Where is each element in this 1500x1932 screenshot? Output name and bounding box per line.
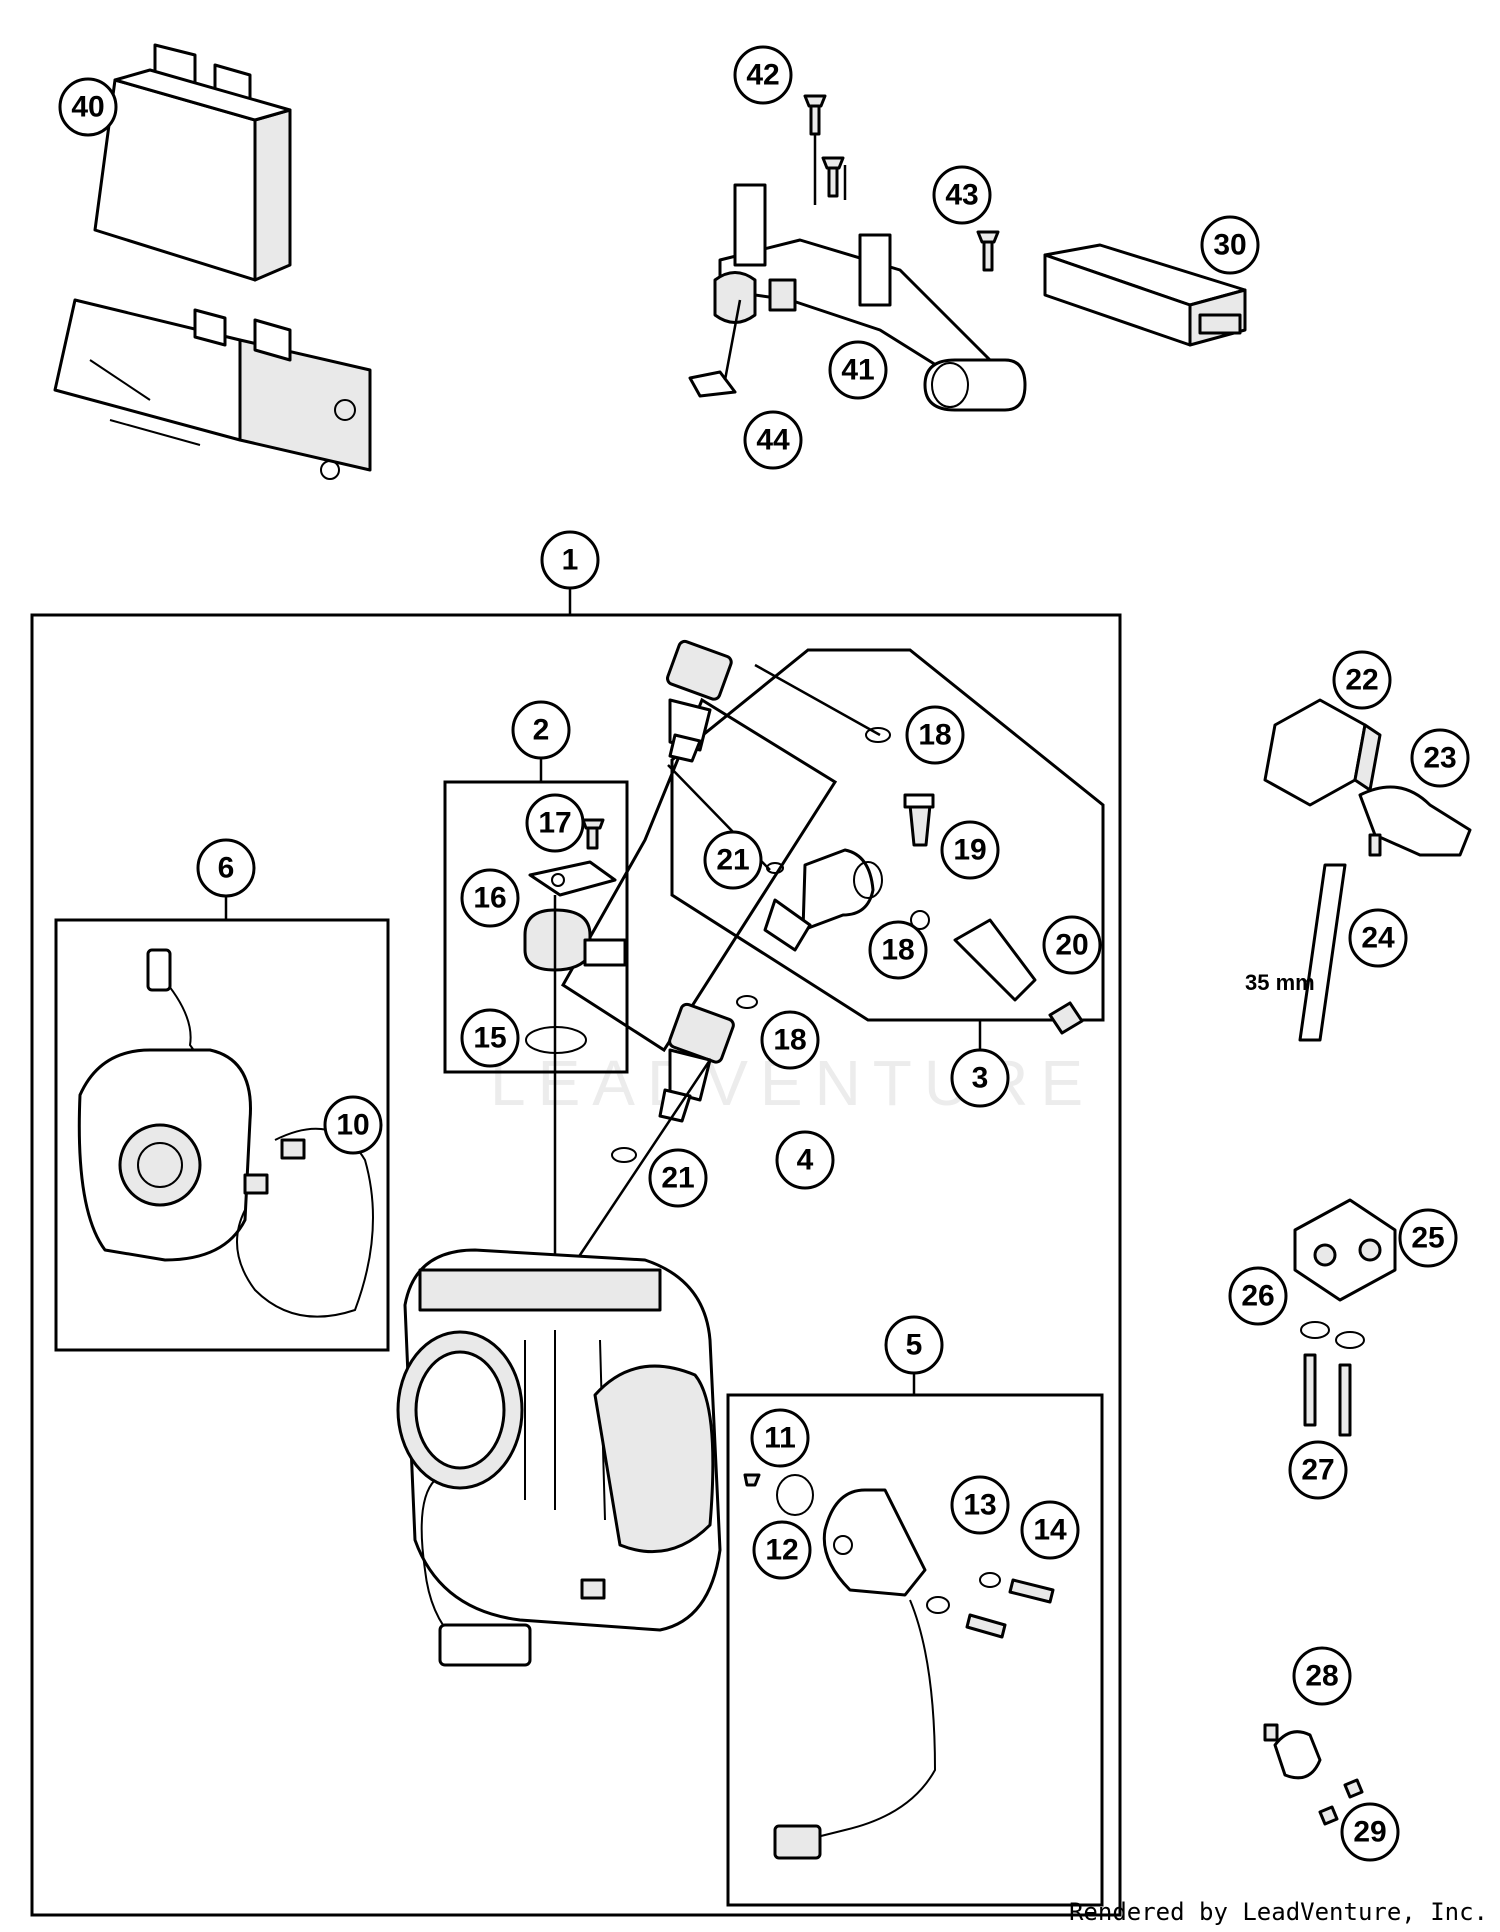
svg-text:23: 23 xyxy=(1423,742,1456,775)
svg-text:6: 6 xyxy=(218,852,235,885)
svg-text:18: 18 xyxy=(918,719,951,752)
callout-42: 42 xyxy=(733,45,793,105)
connector-parts-drawing: 35 mm xyxy=(1245,698,1472,1042)
svg-text:11: 11 xyxy=(764,1422,796,1455)
sensor-assembly-drawing xyxy=(77,948,374,1318)
callout-2: 2 xyxy=(511,700,571,760)
callout-18-middle: 18 xyxy=(868,920,928,980)
svg-text:16: 16 xyxy=(473,882,506,915)
svg-text:26: 26 xyxy=(1241,1280,1274,1313)
callout-30: 30 xyxy=(1200,215,1260,275)
group-box-2 xyxy=(443,780,629,1074)
svg-text:15: 15 xyxy=(473,1022,506,1055)
callout-19: 19 xyxy=(940,820,1000,880)
callout-21-lower: 21 xyxy=(648,1148,708,1208)
callout-25: 25 xyxy=(1398,1208,1458,1268)
small-sensor-drawing xyxy=(1263,1723,1364,1826)
callout-21-upper: 21 xyxy=(703,830,763,890)
callout-43: 43 xyxy=(932,165,992,225)
callout-16: 16 xyxy=(460,868,520,928)
svg-text:42: 42 xyxy=(746,59,779,92)
injector-lower-drawing xyxy=(553,895,758,1280)
callout-20: 20 xyxy=(1042,915,1102,975)
svg-text:18: 18 xyxy=(773,1024,806,1057)
callout-23: 23 xyxy=(1410,728,1470,788)
callout-3: 3 xyxy=(950,1048,1010,1108)
svg-text:12: 12 xyxy=(765,1534,798,1567)
callout-40: 40 xyxy=(58,77,118,137)
svg-text:10: 10 xyxy=(336,1109,369,1142)
sensor-bracket-drawing xyxy=(1293,1198,1397,1437)
callout-4: 4 xyxy=(775,1130,835,1190)
callout-44: 44 xyxy=(743,410,803,470)
map-sensor-group-drawing xyxy=(523,818,627,1054)
group-box-1 xyxy=(30,613,1122,1917)
svg-text:13: 13 xyxy=(963,1489,996,1522)
svg-text:25: 25 xyxy=(1411,1222,1444,1255)
callout-24: 24 xyxy=(1348,908,1408,968)
svg-text:21: 21 xyxy=(716,844,749,877)
callout-15: 15 xyxy=(460,1008,520,1068)
position-sensor-drawing xyxy=(743,1473,1055,1860)
svg-text:14: 14 xyxy=(1033,1514,1067,1547)
callout-14: 14 xyxy=(1020,1500,1080,1560)
svg-text:5: 5 xyxy=(906,1329,923,1362)
svg-text:43: 43 xyxy=(945,179,978,212)
mounting-bracket-drawing xyxy=(688,94,1027,412)
svg-text:19: 19 xyxy=(953,834,986,867)
svg-text:18: 18 xyxy=(881,934,914,967)
svg-text:1: 1 xyxy=(562,544,579,577)
callout-1: 1 xyxy=(540,530,600,590)
svg-text:40: 40 xyxy=(71,91,104,124)
callout-13: 13 xyxy=(950,1475,1010,1535)
svg-text:17: 17 xyxy=(538,807,571,840)
svg-text:30: 30 xyxy=(1213,229,1246,262)
callout-41: 41 xyxy=(828,340,888,400)
svg-text:41: 41 xyxy=(841,354,874,387)
svg-text:22: 22 xyxy=(1345,664,1378,697)
pressure-regulator-drawing xyxy=(763,793,1084,1035)
group-box-6 xyxy=(54,918,390,1352)
svg-text:27: 27 xyxy=(1301,1454,1334,1487)
svg-text:21: 21 xyxy=(661,1162,694,1195)
callout-26: 26 xyxy=(1228,1266,1288,1326)
callout-18-top: 18 xyxy=(905,705,965,765)
callout-28: 28 xyxy=(1292,1646,1352,1706)
callout-5: 5 xyxy=(884,1315,944,1375)
callout-27: 27 xyxy=(1288,1440,1348,1500)
callout-11: 11 xyxy=(750,1408,810,1468)
throttle-body-drawing xyxy=(396,1248,722,1667)
footer-credit: Rendered by LeadVenture, Inc. xyxy=(1068,1898,1488,1926)
hose-length-label: 35 mm xyxy=(1245,970,1315,995)
svg-text:20: 20 xyxy=(1055,929,1088,962)
callout-6: 6 xyxy=(196,838,256,898)
callout-10: 10 xyxy=(323,1095,383,1155)
svg-text:4: 4 xyxy=(797,1144,814,1177)
callout-29: 29 xyxy=(1340,1802,1400,1862)
callout-12: 12 xyxy=(752,1520,812,1580)
callout-18-lower: 18 xyxy=(760,1010,820,1070)
svg-text:28: 28 xyxy=(1305,1660,1338,1693)
svg-text:29: 29 xyxy=(1353,1816,1386,1849)
svg-text:3: 3 xyxy=(972,1062,989,1095)
callout-17: 17 xyxy=(525,793,585,853)
group-box-4 xyxy=(560,697,838,1053)
electronic-module-drawing xyxy=(1043,243,1247,347)
svg-text:44: 44 xyxy=(756,424,790,457)
ecu-unit-drawing xyxy=(53,43,372,480)
injector-upper-drawing xyxy=(666,639,891,874)
callout-22: 22 xyxy=(1332,650,1392,710)
svg-text:24: 24 xyxy=(1361,922,1395,955)
svg-text:2: 2 xyxy=(533,714,550,747)
group-box-3 xyxy=(670,648,1105,1022)
